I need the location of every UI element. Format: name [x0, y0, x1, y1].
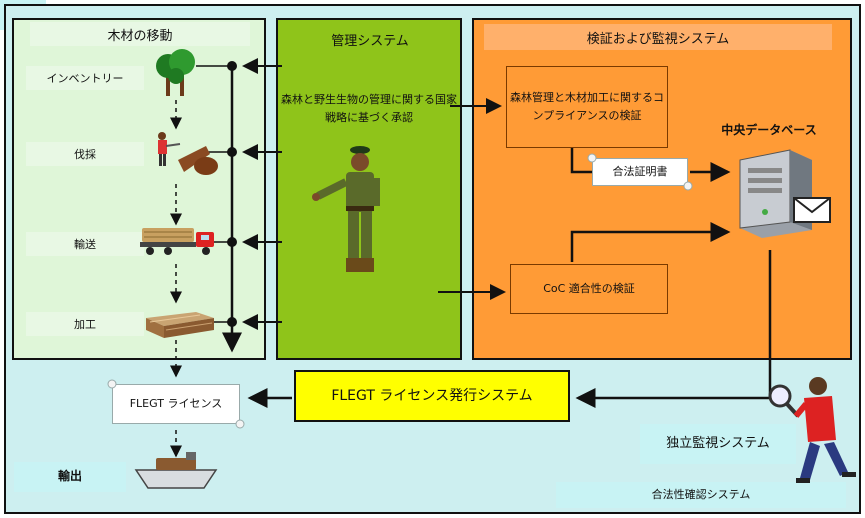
- stage-logging: 伐採: [26, 142, 144, 166]
- inspector-icon: [768, 377, 856, 483]
- management-to-timber-arrows: [242, 58, 282, 330]
- timber-movement-title: 木材の移動: [30, 22, 250, 46]
- ranger-icon: [312, 146, 380, 272]
- central-database-label: 中央データベース: [721, 123, 817, 138]
- compliance-verification-box: 森林管理と木材加工に関するコンプライアンスの検証: [506, 66, 668, 148]
- management-to-verification-arrows: [438, 98, 506, 300]
- flegt-license-scroll: FLEGT ライセンス: [112, 384, 240, 424]
- verification-title: 検証および監視システム: [484, 24, 832, 50]
- server-icon: [739, 149, 812, 238]
- coc-verification-label: CoC 適合性の検証: [543, 282, 635, 296]
- sawn-timber-icon: [146, 312, 214, 338]
- logger-icon: [158, 132, 218, 175]
- stage-connector: [196, 61, 242, 353]
- mail-icon: [793, 197, 831, 223]
- log-truck-icon: [140, 228, 214, 255]
- independent-monitoring-box: 独立監視システム: [640, 424, 796, 464]
- management-approval-text: 森林と野生生物の管理に関する国家戦略に基づく承認: [281, 93, 457, 124]
- stage-processing: 加工: [26, 312, 144, 336]
- stage-transport: 輸送: [26, 232, 144, 256]
- export-label: 輸出: [14, 462, 126, 492]
- stage-inventory: インベントリー: [26, 66, 144, 90]
- forest-icon: [156, 49, 195, 96]
- boat-icon: [134, 452, 218, 489]
- legality-assurance-box: 合法性確認システム: [556, 482, 846, 508]
- flegt-licensing-system-box: FLEGT ライセンス発行システム: [294, 370, 570, 422]
- verification-flow-arrows: [570, 148, 731, 262]
- scroll-decorations: [107, 153, 693, 429]
- coc-verification-box: CoC 適合性の検証: [510, 264, 668, 314]
- management-system-title: 管理システム: [331, 33, 409, 49]
- legal-certificate-scroll: 合法証明書: [592, 158, 688, 186]
- licensing-flow-arrows: [247, 250, 772, 408]
